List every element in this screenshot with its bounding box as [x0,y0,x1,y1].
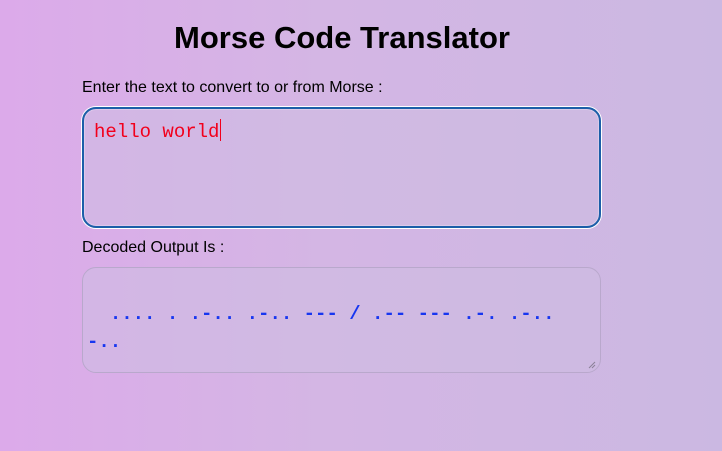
resize-grip-icon[interactable] [588,361,596,369]
input-text: hello world [94,121,220,143]
text-input-area[interactable]: hello world [82,107,601,228]
decoded-output-area[interactable]: .... . .-.. .-.. --- / .-- --- .-. .-.. … [82,267,601,373]
page-title: Morse Code Translator [174,20,510,55]
output-label: Decoded Output Is : [82,239,225,256]
input-label: Enter the text to convert to or from Mor… [82,79,383,96]
output-text: .... . .-.. .-.. --- / .-- --- .-. .-.. … [87,303,566,353]
text-caret [220,119,222,141]
